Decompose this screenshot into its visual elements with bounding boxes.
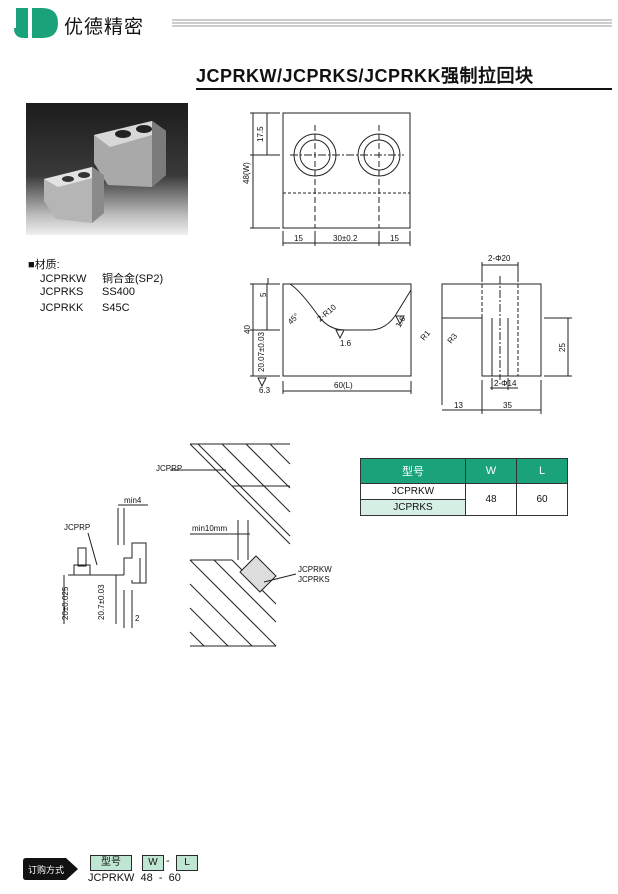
page-title: JCPRKW/JCPRKS/JCPRKK强制拉回块 <box>196 66 534 86</box>
order-example: JCPRKW 48 - 60 <box>88 872 181 884</box>
header-rule <box>172 19 612 27</box>
label-jcprp-left: JCPRP <box>64 523 90 532</box>
material-model: JCPRKK <box>40 302 84 314</box>
dim-30: 30±0.2 <box>333 234 358 243</box>
order-w-label: W <box>142 855 164 871</box>
th-w: W <box>465 458 517 484</box>
material-value: 铜合金(SP2) <box>102 273 164 285</box>
jd-logo-icon <box>14 8 58 38</box>
label-jcprp-top: JCPRP <box>156 464 182 473</box>
dim-2: 2 <box>135 614 140 623</box>
label-jcprks: JCPRKS <box>298 575 330 584</box>
dim-r1: R1 <box>419 328 433 342</box>
cell-model: JCPRKS <box>360 499 466 516</box>
order-model-label: 型号 <box>90 855 132 871</box>
material-value: S45C <box>102 302 130 314</box>
dim-48w: 48(W) <box>242 162 251 184</box>
dim-r10: 2-R10 <box>316 302 339 323</box>
dim-min4: min4 <box>124 496 142 505</box>
order-badge-label: 订购方式 <box>28 864 64 875</box>
spec-table: 型号 W L JCPRKW 48 60 JCPRKS <box>360 458 568 516</box>
dim-angle: 45° <box>286 311 301 326</box>
table-header-row: 型号 W L <box>360 458 568 484</box>
table-row: JCPRKW 48 60 <box>360 483 568 516</box>
order-badge-icon: 订购方式 <box>23 858 78 880</box>
material-model: JCPRKW <box>40 273 87 285</box>
cell-l: 60 <box>516 483 568 516</box>
label-jcprkw: JCPRKW <box>298 565 332 574</box>
brand-name: 优德精密 <box>64 17 145 38</box>
material-row: JCPRKW 铜合金(SP2) <box>40 270 163 286</box>
dim-min10: min10mm <box>192 524 227 533</box>
roughness-3: 6.3 <box>259 386 271 395</box>
dim-60l: 60(L) <box>334 381 353 390</box>
dim-r3: R3 <box>446 331 460 345</box>
th-model: 型号 <box>360 458 466 484</box>
dim-15-right: 15 <box>390 234 399 243</box>
material-row: JCPRKK S45C <box>40 302 130 314</box>
cell-w: 48 <box>465 483 517 516</box>
dim-20-07: 20.07±0.03 <box>257 331 266 372</box>
dim-2phi14: 2-Φ14 <box>494 379 517 388</box>
order-dash: - <box>166 855 170 867</box>
dim-20-7: 20.7±0.03 <box>97 584 106 620</box>
dim-40: 40 <box>243 325 252 334</box>
material-title: ■材质: <box>28 259 60 271</box>
dim-2phi20: 2-Φ20 <box>488 254 511 263</box>
roughness-1: 1.6 <box>340 339 352 348</box>
dim-25: 25 <box>558 343 567 352</box>
dim-17-5: 17.5 <box>256 126 265 142</box>
dim-5: 5 <box>259 292 268 297</box>
cell-model: JCPRKW <box>360 483 466 500</box>
dim-20: 20±0.025 <box>61 586 70 620</box>
order-l-label: L <box>176 855 198 871</box>
table-row: JCPRKS <box>360 499 568 516</box>
material-model: JCPRKS <box>40 286 84 298</box>
material-value: SS400 <box>102 286 136 298</box>
material-row: JCPRKS SS400 <box>40 286 135 298</box>
dim-35: 35 <box>503 401 512 410</box>
dim-13: 13 <box>454 401 463 410</box>
dim-15-left: 15 <box>294 234 303 243</box>
title-underline <box>196 88 612 90</box>
product-photo <box>26 103 188 235</box>
th-l: L <box>516 458 568 484</box>
